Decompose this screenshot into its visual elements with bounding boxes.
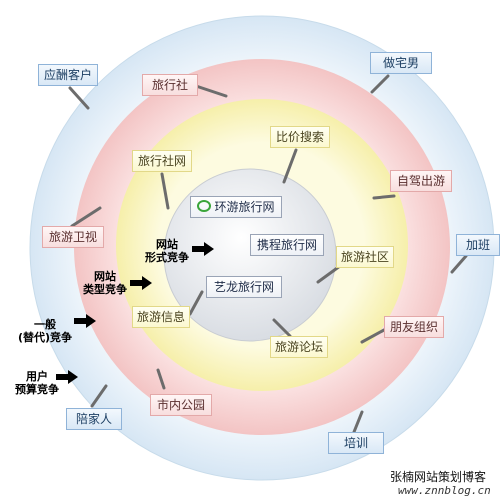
label-lv-you-lun-tan: 旅游论坛 — [270, 336, 328, 358]
label-bi-jia-sou-suo: 比价搜索 — [270, 126, 330, 148]
connector-lvs-wang — [160, 172, 170, 210]
label-xie-cheng: 携程旅行网 — [250, 234, 324, 256]
connector-pei-jia — [90, 384, 108, 408]
competition-level-4-line2: 预算竞争 — [15, 383, 59, 396]
connector-gong-yuan — [156, 368, 166, 390]
connector-lv-xing-she — [194, 84, 228, 98]
competition-level-3-line1: 一般 — [34, 318, 56, 331]
connector-pei-xun — [352, 410, 364, 434]
competition-level-2-line2: 类型竞争 — [83, 283, 127, 296]
competition-level-1-line1: 网站 — [156, 238, 178, 251]
competition-level-2-line1: 网站 — [94, 270, 116, 283]
connector-lun-tan — [272, 318, 292, 338]
huan-you-logo-icon — [197, 200, 212, 212]
label-zi-jia-chu-you: 自驾出游 — [390, 170, 452, 192]
connector-peng-you — [360, 328, 386, 344]
watermark-url: www.znnblog.cn — [398, 484, 491, 497]
competition-level-1-line2: 形式竞争 — [145, 251, 189, 264]
connector-she-qu — [316, 264, 342, 284]
connector-zuo-zhai — [370, 74, 390, 94]
competition-level-3: 一般 (替代)竞争 — [10, 318, 80, 344]
label-yi-long: 艺龙旅行网 — [206, 276, 282, 298]
label-zuo-zhai-nan: 做宅男 — [370, 52, 432, 74]
label-pei-jia-ren: 陪家人 — [66, 408, 122, 430]
arrow-right-icon — [56, 370, 78, 384]
competition-level-4-line1: 用户 — [26, 370, 48, 383]
competition-level-1: 网站 形式竞争 — [138, 238, 196, 264]
connector-lines — [68, 74, 468, 434]
connector-wei-shi — [70, 206, 102, 228]
connector-zi-jia — [372, 194, 396, 200]
connector-jia-ban — [450, 254, 468, 274]
huan-you-text: 环游旅行网 — [214, 200, 275, 214]
competition-level-2: 网站 类型竞争 — [76, 270, 134, 296]
label-ying-chou-ke-hu: 应酬客户 — [38, 64, 98, 86]
label-pei-xun: 培训 — [328, 432, 384, 454]
label-huan-you: 环游旅行网 — [190, 196, 282, 218]
label-shi-nei-gong-yuan: 市内公园 — [150, 394, 212, 416]
label-lv-you-wei-shi: 旅游卫视 — [42, 226, 104, 248]
label-lv-xing-she: 旅行社 — [142, 74, 198, 96]
label-jia-ban: 加班 — [456, 234, 500, 256]
connector-ying-chou — [68, 86, 90, 110]
label-lv-xing-she-wang: 旅行社网 — [132, 150, 192, 172]
competition-level-3-line2: (替代)竞争 — [17, 331, 73, 344]
arrow-right-icon — [74, 314, 96, 328]
watermark-title: 张楠网站策划博客 — [390, 470, 487, 484]
label-lv-you-she-qu: 旅游社区 — [336, 246, 394, 268]
arrow-right-icon — [192, 242, 214, 256]
competition-level-4: 用户 预算竞争 — [8, 370, 66, 396]
connector-xin-xi — [188, 290, 204, 316]
label-lv-you-xin-xi: 旅游信息 — [132, 306, 190, 328]
arrow-right-icon — [130, 276, 152, 290]
connector-bi-jia — [282, 148, 298, 184]
label-peng-you-zu-zhi: 朋友组织 — [384, 316, 444, 338]
